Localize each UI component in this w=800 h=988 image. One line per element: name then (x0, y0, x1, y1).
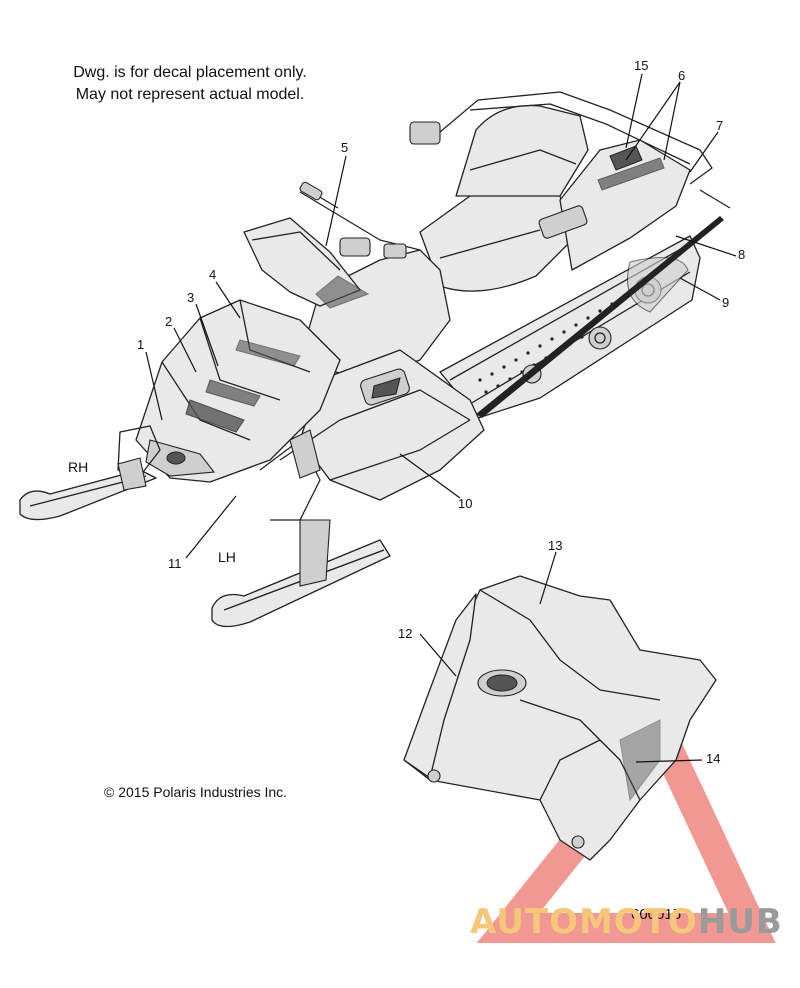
callout-2: 2 (165, 314, 172, 329)
callout-14: 14 (706, 751, 720, 766)
watermark-text-part1: AUTOMOTO (470, 902, 698, 942)
callout-4: 4 (209, 267, 216, 282)
drawing-number: 600015 (631, 906, 682, 923)
copyright-notice: © 2015 Polaris Industries Inc. (104, 784, 288, 800)
callout-15: 15 (634, 58, 648, 73)
callout-10: 10 (458, 496, 472, 511)
side-label-lh: LH (218, 549, 236, 565)
callout-5: 5 (341, 140, 348, 155)
side-label-rh: RH (68, 459, 88, 475)
snowmobile (19, 91, 731, 628)
placement-note: Dwg. is for decal placement only. May no… (40, 62, 340, 106)
note-line-2: May not represent actual model. (75, 86, 305, 103)
callout-11: 11 (168, 556, 182, 571)
callout-3: 3 (187, 290, 194, 305)
callout-1: 1 (137, 337, 144, 352)
callout-13: 13 (548, 538, 562, 553)
leader-lines (145, 73, 737, 763)
callout-8: 8 (738, 247, 745, 262)
watermark-text-part2: HUB (697, 902, 783, 942)
hood-detail (403, 575, 717, 861)
callout-6: 6 (678, 68, 685, 83)
callout-7: 7 (716, 118, 723, 133)
callout-9: 9 (722, 295, 729, 310)
watermark-text: AUTOMOTOHUB (470, 902, 783, 942)
callouts: 1 2 3 4 5 6 7 8 9 10 11 12 13 14 15 RH L… (68, 58, 745, 766)
callout-12: 12 (398, 626, 412, 641)
note-line-1: Dwg. is for decal placement only. (73, 64, 307, 81)
